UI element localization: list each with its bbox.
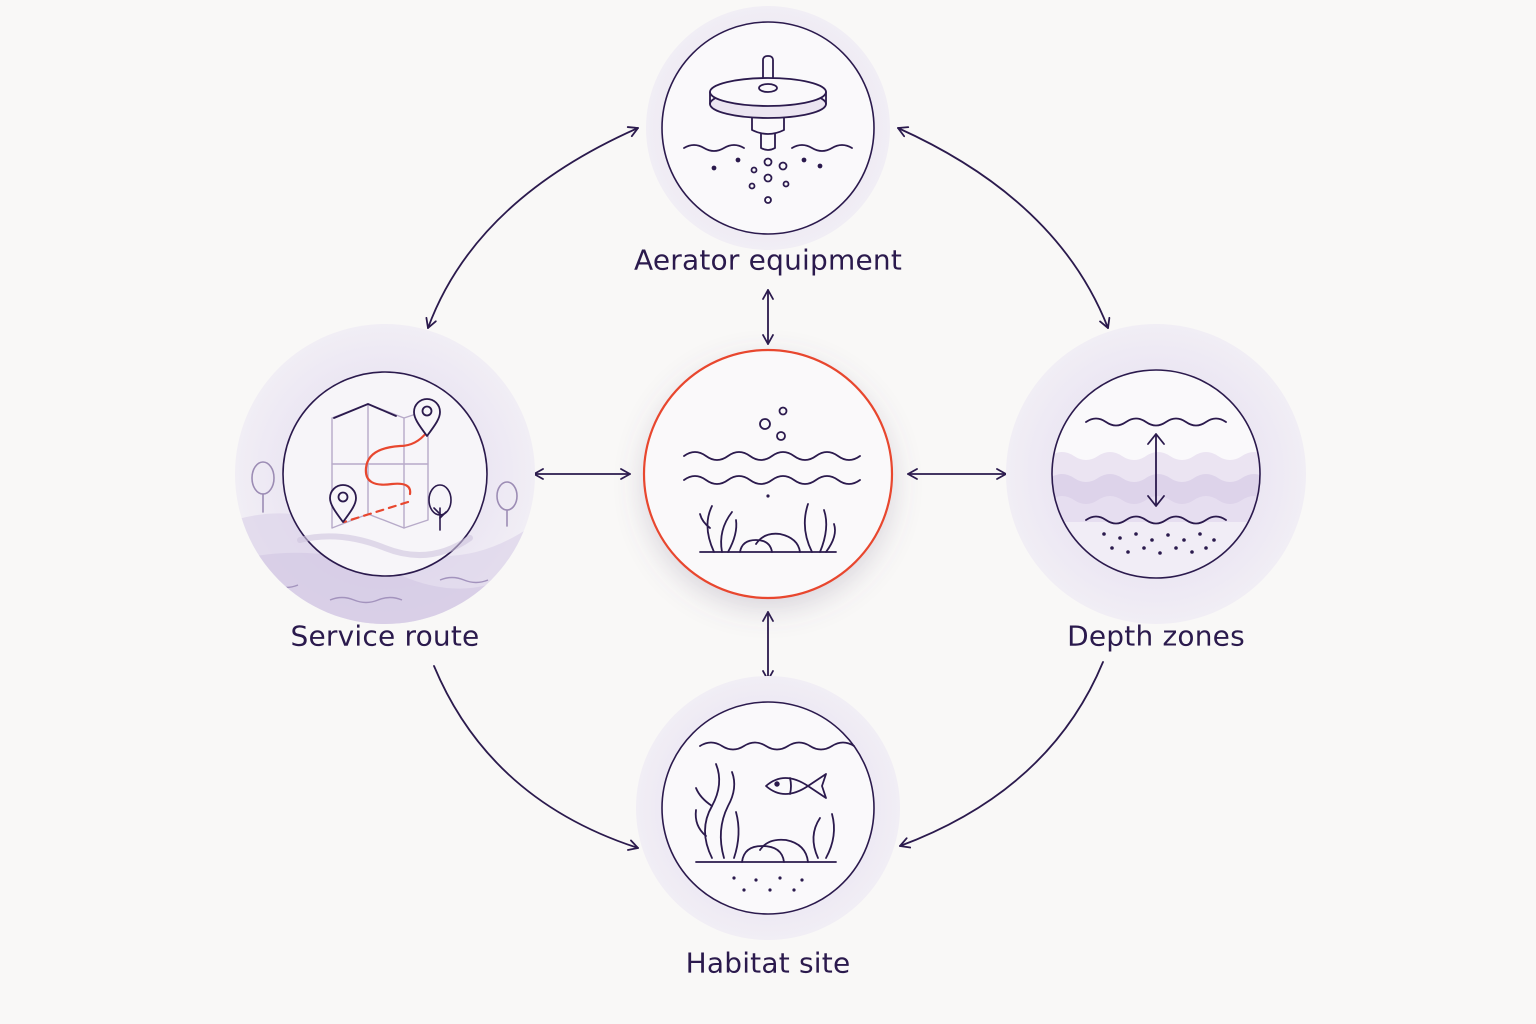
hub-node: [642, 348, 894, 600]
node-depth-zones: [1006, 324, 1306, 624]
outer-connectors: [425, 126, 1111, 851]
node-habitat: [636, 676, 900, 940]
label-habitat-site: Habitat site: [685, 946, 851, 980]
hub-connectors: [533, 289, 1007, 681]
label-aerator-equipment: Aerator equipment: [633, 243, 903, 277]
rocks-icon: [739, 532, 801, 553]
aerator-icon: [683, 55, 853, 204]
node-ring: [1051, 369, 1261, 579]
arrow-top-left: [425, 126, 639, 329]
node-ring: [661, 701, 875, 915]
hub-ring: [642, 348, 894, 600]
seaweed-right-icon: [803, 503, 836, 553]
node-service-route: [235, 324, 535, 624]
depth-zones-icon: [1085, 417, 1227, 555]
fish-icon: [765, 773, 827, 799]
label-service-route: Service route: [290, 619, 480, 653]
arrow-top-right: [897, 126, 1111, 329]
route-map-icon: [297, 398, 473, 559]
label-depth-zones: Depth zones: [1067, 619, 1245, 653]
arrow-left-bottom: [433, 665, 639, 851]
pond-icon: [683, 406, 861, 553]
node-ring: [661, 21, 875, 235]
seaweed-right-icon: [812, 813, 835, 859]
seaweed-left-icon: [699, 505, 738, 553]
arrow-right-bottom: [899, 661, 1104, 849]
rocks-icon: [695, 838, 837, 863]
node-aerator: [646, 6, 890, 250]
habitat-icon: [694, 741, 855, 892]
seaweed-left-icon: [694, 763, 740, 859]
